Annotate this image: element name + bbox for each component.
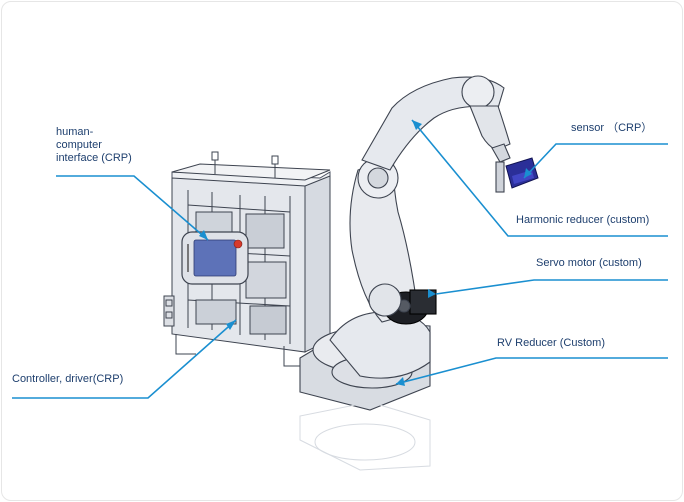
label-human-computer-interface: human- computer interface (CRP) — [56, 126, 132, 164]
teach-pendant — [181, 231, 249, 285]
sensor-component — [505, 157, 539, 189]
callout-line-sensor — [523, 143, 668, 179]
label-servo-motor: Servo motor (custom) — [536, 257, 642, 269]
label-harmonic-reducer: Harmonic reducer (custom) — [516, 214, 650, 226]
callout-line-rv — [395, 357, 668, 385]
callout-line-servo — [435, 279, 668, 295]
callout-line-hci — [56, 175, 209, 241]
robot-arm — [299, 75, 511, 411]
label-rv-reducer: RV Reducer (Custom) — [497, 337, 605, 349]
callout-lines — [12, 119, 668, 399]
callout-arrowheads — [199, 120, 532, 386]
label-sensor: sensor （CRP） — [571, 122, 653, 134]
label-controller-driver: Controller, driver(CRP) — [12, 373, 124, 385]
callout-line-controller — [12, 319, 237, 399]
floor-reflection — [299, 401, 431, 471]
callout-line-harmonic — [411, 119, 668, 237]
